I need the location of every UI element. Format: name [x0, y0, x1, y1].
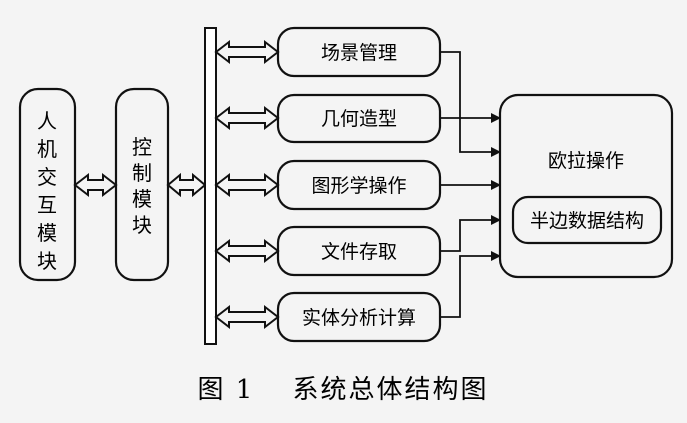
- human-interaction-char: 人: [37, 109, 57, 133]
- bus-arrow-analysis: [214, 304, 280, 330]
- connector-scene: [440, 51, 501, 123]
- control-char: 块: [132, 213, 152, 237]
- file-access-module: 文件存取: [276, 225, 442, 277]
- graphics-operation-label: 图形学操作: [311, 175, 406, 197]
- human-interaction-char: 块: [37, 249, 57, 273]
- bus-module-double-arrows: [214, 39, 280, 330]
- connector-geometry: [440, 117, 501, 157]
- half-edge-structure-box: [511, 195, 663, 245]
- scene-management-label: 场景管理: [321, 42, 397, 64]
- solid-analysis-module: 实体分析计算: [276, 291, 442, 343]
- bus-arrow-scene: [214, 39, 280, 65]
- figure-caption: 图 1 系统总体结构图: [197, 375, 488, 405]
- human-interaction-module: 人 机 交 互 模 块: [18, 87, 77, 282]
- control-char: 模: [132, 187, 152, 211]
- euler-operation-module: 欧拉操作 半边数据结构: [498, 93, 674, 279]
- control-char: 制: [132, 161, 152, 185]
- bus-arrow-geometry: [214, 105, 280, 131]
- human-interaction-char: 交: [37, 165, 57, 189]
- human-interaction-char: 模: [37, 221, 57, 245]
- bus-arrow-graphics: [214, 172, 280, 198]
- file-access-label: 文件存取: [321, 241, 397, 263]
- euler-operation-title: 欧拉操作: [548, 150, 624, 172]
- connector-analysis: [440, 251, 501, 318]
- geometric-modeling-module: 几何造型: [276, 93, 442, 144]
- scene-management-module: 场景管理: [276, 26, 442, 78]
- control-char: 控: [132, 135, 152, 159]
- system-bus-bar: [204, 27, 217, 345]
- control-bus-double-arrow: [166, 172, 207, 198]
- geometric-modeling-label: 几何造型: [321, 108, 397, 130]
- control-module: 控 制 模 块: [114, 87, 170, 282]
- solid-analysis-label: 实体分析计算: [302, 307, 416, 329]
- graphics-operation-module: 图形学操作: [276, 159, 442, 211]
- connector-file: [440, 215, 501, 252]
- human-interaction-char: 机: [37, 137, 57, 161]
- half-edge-structure-label: 半边数据结构: [530, 210, 644, 232]
- hci-control-double-arrow: [73, 172, 118, 198]
- human-interaction-char: 互: [37, 193, 57, 217]
- module-to-euler-connectors: [440, 51, 501, 318]
- bus-arrow-file: [214, 238, 280, 264]
